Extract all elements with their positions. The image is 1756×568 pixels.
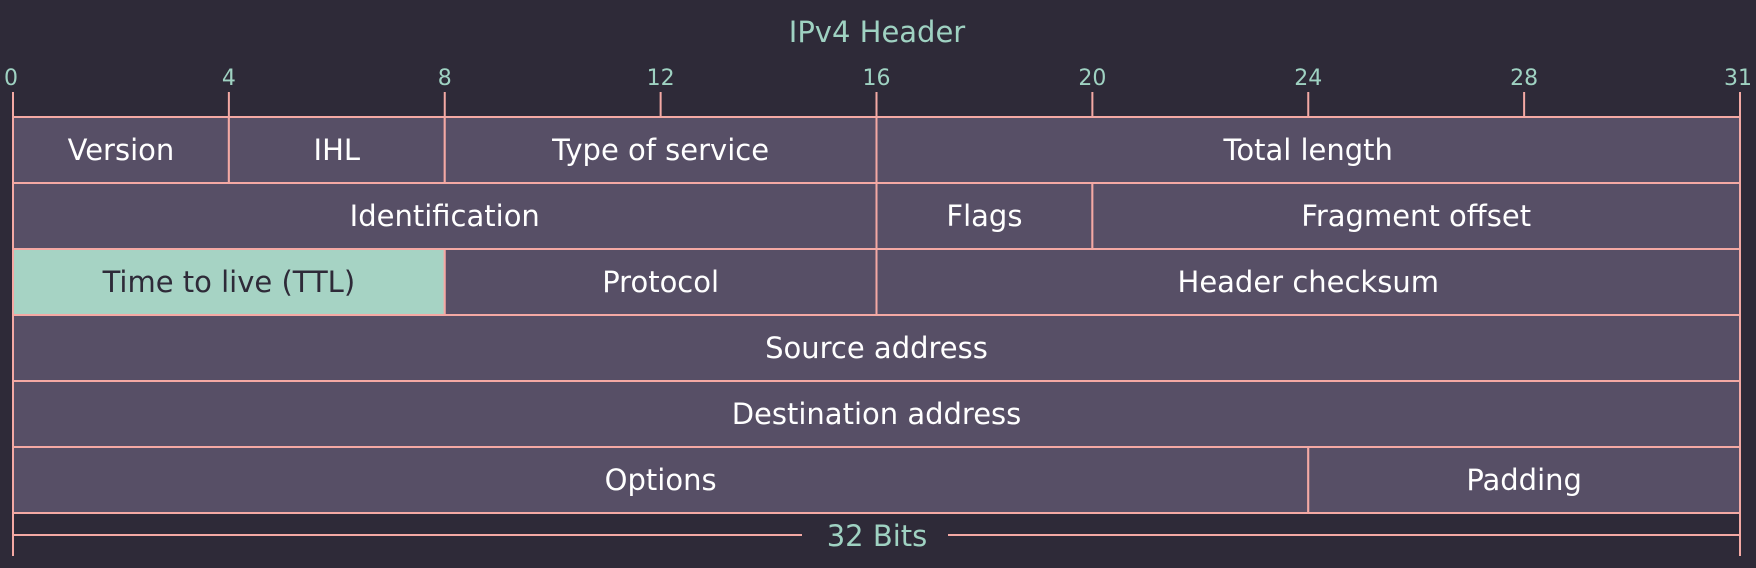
header-field: Time to live (TTL): [12, 248, 446, 316]
header-field: Options: [12, 446, 1310, 514]
header-field: Identification: [12, 182, 878, 250]
field-box: [12, 182, 878, 250]
bit-tick-label: 8: [438, 66, 452, 91]
field-label: IHL: [314, 133, 361, 167]
field-box: [875, 116, 1741, 184]
bit-tick-label: 12: [647, 66, 675, 91]
bit-tick-label: 4: [222, 66, 236, 91]
field-label: Padding: [1466, 463, 1582, 497]
header-field: Total length: [875, 116, 1741, 184]
header-field: Fragment offset: [1091, 182, 1741, 250]
header-field: Type of service: [443, 116, 878, 184]
field-label: Header checksum: [1178, 265, 1439, 299]
field-box: [443, 248, 878, 316]
field-label: Type of service: [551, 133, 769, 167]
field-box: [12, 380, 1741, 448]
field-box: [12, 116, 230, 184]
diagram-title: IPv4 Header: [789, 15, 966, 49]
bit-tick-label: 16: [863, 66, 891, 91]
field-label: Identification: [350, 199, 540, 233]
bit-tick-label: 0: [4, 66, 18, 91]
header-field: Header checksum: [875, 248, 1741, 316]
field-label: Flags: [946, 199, 1022, 233]
field-label: Destination address: [732, 397, 1022, 431]
width-indicator: 32 Bits: [14, 519, 1740, 553]
header-field: Destination address: [12, 380, 1741, 448]
field-label: Options: [605, 463, 717, 497]
header-field: Protocol: [443, 248, 878, 316]
bit-tick-label: 31: [1724, 66, 1752, 91]
header-field: Padding: [1307, 446, 1741, 514]
bit-tick-label: 28: [1510, 66, 1538, 91]
field-box: [875, 182, 1094, 250]
header-field: Source address: [12, 314, 1741, 382]
field-label: Version: [68, 133, 175, 167]
header-field: IHL: [227, 116, 446, 184]
field-box: [12, 446, 1310, 514]
field-label: Time to live (TTL): [102, 265, 356, 299]
field-label: Protocol: [602, 265, 719, 299]
field-box: [443, 116, 878, 184]
header-field: Version: [12, 116, 230, 184]
field-box: [12, 314, 1741, 382]
header-field: Flags: [875, 182, 1094, 250]
field-label: Total length: [1223, 133, 1393, 167]
header-fields: Version IHL Type of service Total lengthIde…: [12, 116, 1741, 514]
field-box: [1307, 446, 1741, 514]
field-box: [12, 248, 446, 316]
width-label: 32 Bits: [827, 519, 928, 553]
field-box: [875, 248, 1741, 316]
bit-tick-label: 24: [1294, 66, 1322, 91]
field-box: [1091, 182, 1741, 250]
bit-tick-label: 20: [1078, 66, 1106, 91]
field-label: Source address: [765, 331, 988, 365]
field-label: Fragment offset: [1301, 199, 1531, 233]
